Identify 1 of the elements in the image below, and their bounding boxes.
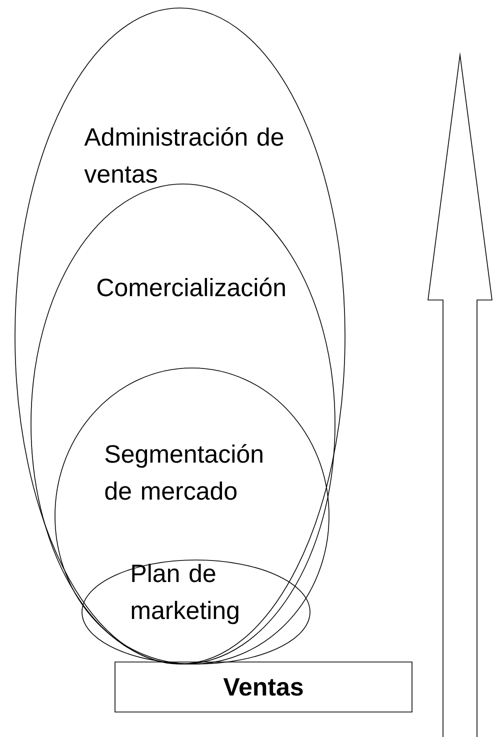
base-box: Ventas	[114, 662, 412, 712]
